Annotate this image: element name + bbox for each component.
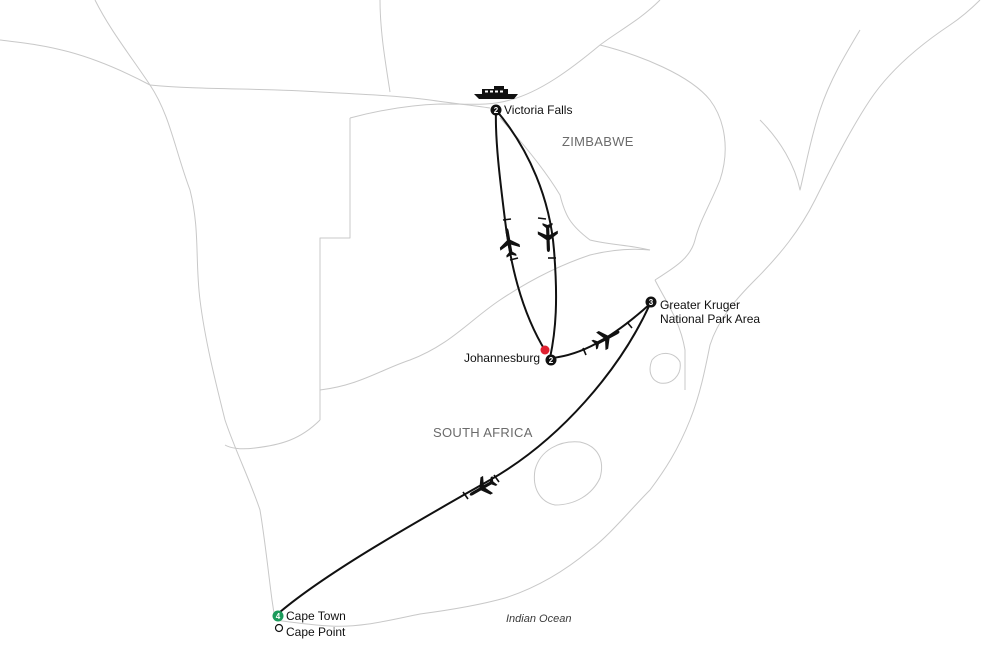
border-zambia	[349, 0, 661, 119]
lesotho	[533, 441, 603, 506]
route-tick	[582, 347, 587, 356]
stop-cape-point[interactable]: Cape Point	[274, 623, 347, 640]
route-tick	[462, 491, 469, 500]
boat-icon	[474, 86, 518, 99]
nights-badge	[645, 296, 657, 308]
nights-count: 2	[549, 356, 554, 365]
border-namibia-south-africa	[224, 419, 321, 450]
city-label-kruger-line2: National Park Area	[660, 312, 760, 326]
border-zimbabwe-mozambique	[599, 44, 726, 281]
nights-badge	[490, 104, 502, 116]
city-label-kruger-line1: Greater Kruger	[660, 298, 740, 312]
border-botswana-zimbabwe	[499, 117, 651, 251]
route-tick	[626, 321, 633, 329]
nights-badge	[545, 354, 557, 366]
nights-count: 3	[649, 298, 654, 307]
stop-victoria-falls[interactable]: 2 Victoria Falls	[490, 103, 573, 117]
route-tick	[509, 257, 519, 261]
country-label-zimbabwe: ZIMBABWE	[562, 134, 634, 149]
start-marker	[540, 345, 550, 355]
nights-count: 2	[494, 106, 499, 115]
country-borders	[0, 0, 981, 627]
plane-icon	[537, 222, 559, 253]
country-label-south-africa: SOUTH AFRICA	[433, 425, 533, 440]
city-label-cape-town: Cape Town	[286, 609, 346, 623]
border-mozambique-inland	[654, 279, 686, 390]
border-angola-north	[0, 39, 151, 86]
coastline-west	[94, 0, 981, 627]
border-inland-angola	[379, 0, 391, 93]
route-tick	[493, 474, 500, 483]
border-botswana-south-africa	[319, 248, 651, 391]
border-namibia-botswana	[319, 118, 351, 420]
route-victoria-falls-johannesburg	[495, 109, 558, 359]
stop-cape-town[interactable]: 4 Cape Town	[272, 609, 346, 623]
city-label-cape-point: Cape Point	[286, 625, 346, 639]
border-malawi	[759, 29, 861, 191]
plane-icon	[496, 226, 522, 259]
city-label-johannesburg: Johannesburg	[464, 351, 540, 365]
border-namibia-angola	[149, 84, 491, 109]
stop-johannesburg[interactable]: 2 Johannesburg	[464, 345, 557, 366]
nights-badge	[272, 610, 284, 622]
nights-count: 4	[276, 612, 281, 621]
route-kruger-cape-town	[279, 303, 651, 613]
water-label-indian-ocean: Indian Ocean	[506, 613, 571, 625]
route-tick	[502, 218, 512, 221]
route-tick	[537, 217, 547, 220]
eswatini	[649, 353, 681, 384]
city-label-victoria-falls: Victoria Falls	[504, 103, 572, 117]
plane-icon	[589, 322, 625, 354]
stop-greater-kruger[interactable]: 3 Greater Kruger National Park Area	[645, 296, 761, 327]
excursion-marker	[274, 623, 284, 633]
